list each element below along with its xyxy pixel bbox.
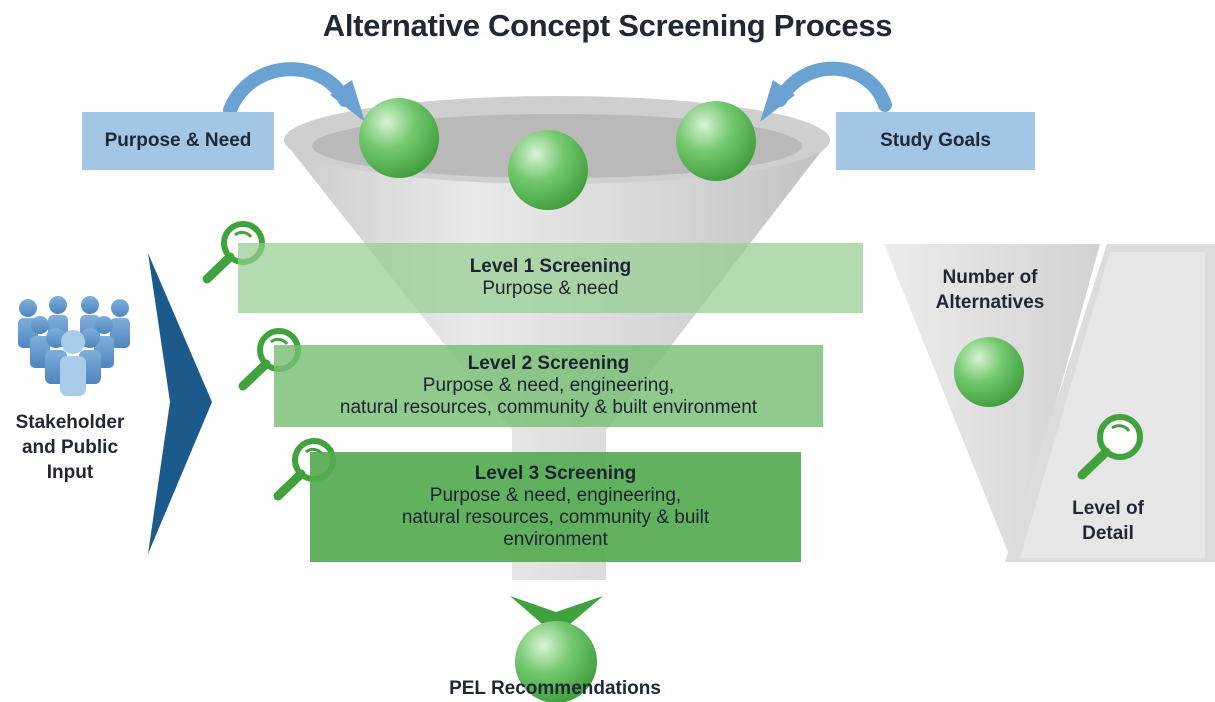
level-title: Level 1 Screening [469, 256, 632, 277]
stakeholder-line: Input [46, 462, 94, 483]
level-criteria: Purpose & need [482, 278, 619, 299]
arrow-head-left [330, 80, 365, 122]
level-title: Level 3 Screening [474, 463, 637, 484]
stakeholder-label: Stakeholder and Public Input [2, 410, 138, 485]
level-3-screening: Level 3 Screening Purpose & need, engine… [310, 452, 801, 562]
study-goals-box: Study Goals [836, 112, 1035, 170]
arrow-head-right [760, 80, 795, 122]
alternatives-line: Alternatives [935, 292, 1045, 313]
level-criteria: Purpose & need, engineering, [429, 485, 682, 506]
level-criteria: natural resources, community & built [401, 507, 710, 528]
number-of-alternatives-label: Number of Alternatives [910, 265, 1070, 315]
page-title: Alternative Concept Screening Process [322, 8, 893, 43]
level-1-screening: Level 1 Screening Purpose & need [238, 243, 863, 313]
curved-arrow-icon [773, 61, 892, 112]
chevron-right-icon [148, 253, 212, 554]
green-sphere-icon [954, 337, 1024, 407]
green-sphere-icon [676, 101, 756, 181]
green-sphere-icon [508, 130, 588, 210]
level-criteria: natural resources, community & built env… [339, 397, 758, 418]
green-sphere-icon [359, 98, 439, 178]
curved-arrow-icon [223, 62, 352, 117]
pel-recommendations-label: PEL Recommendations [449, 678, 661, 699]
level-criteria: Purpose & need, engineering, [422, 375, 675, 396]
stakeholder-line: Stakeholder [15, 412, 125, 433]
green-sphere-icon [515, 621, 597, 702]
purpose-need-box: Purpose & Need [82, 112, 274, 170]
people-group-icon [18, 296, 130, 396]
level-title: Level 2 Screening [467, 353, 630, 374]
alternatives-line: Number of [942, 267, 1038, 288]
detail-line: Detail [1082, 523, 1134, 544]
level-2-screening: Level 2 Screening Purpose & need, engine… [274, 345, 823, 427]
detail-line: Level of [1072, 498, 1144, 519]
level-criteria: environment [503, 529, 608, 550]
magnifier-icon [1077, 414, 1143, 480]
chevron-down-icon [510, 596, 603, 636]
level-of-detail-label: Level of Detail [1050, 496, 1166, 546]
stakeholder-line: and Public [21, 437, 119, 458]
